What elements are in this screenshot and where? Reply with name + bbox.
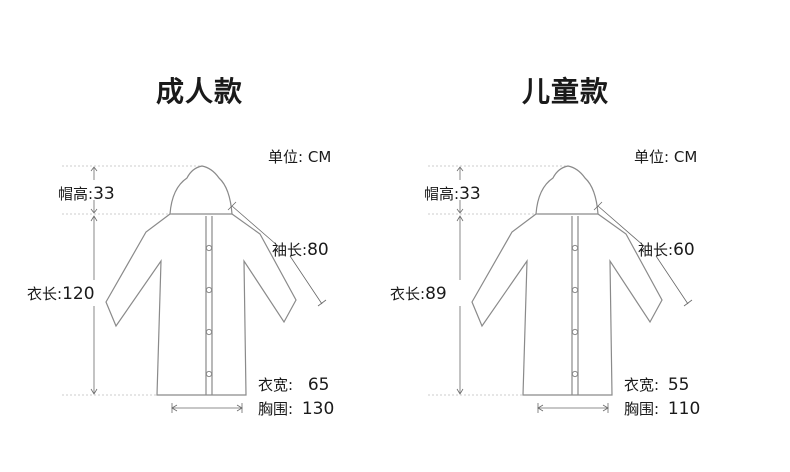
child-unit: 单位: CM (634, 146, 697, 167)
adult-length-label: 衣长: (27, 285, 63, 303)
child-sleeve-length: 袖长:60 (638, 239, 695, 260)
adult-width-label: 衣宽: (258, 376, 294, 394)
child-width-label: 衣宽: (624, 376, 660, 394)
child-panel: 儿童款 (366, 0, 761, 472)
adult-sleeve-length-label: 袖长: (272, 241, 308, 259)
adult-width-value: 65 (307, 375, 330, 395)
child-width: 衣宽: 55 (624, 374, 689, 395)
child-length-label: 衣长: (390, 285, 426, 303)
adult-title: 成人款 (156, 75, 244, 108)
adult-chest-label: 胸围: (258, 400, 294, 418)
child-chest: 胸围: 110 (624, 398, 700, 419)
adult-sleeve-length: 袖长:80 (272, 239, 329, 260)
adult-width: 衣宽: 65 (258, 374, 329, 395)
child-sleeve-length-label: 袖长: (638, 241, 674, 259)
child-chest-label: 胸围: (624, 400, 660, 418)
child-hood-height-label: 帽高: (424, 185, 460, 203)
adult-unit-value: CM (307, 148, 332, 166)
adult-length: 衣长:120 (27, 283, 95, 304)
adult-sleeve-length-value: 80 (307, 240, 329, 260)
adult-hood-height-label: 帽高: (58, 185, 94, 203)
child-unit-value: CM (673, 148, 698, 166)
adult-dimension-lines (62, 165, 327, 413)
child-length: 衣长:89 (390, 283, 447, 304)
child-sleeve-length-value: 60 (673, 240, 695, 260)
child-raincoat-diagram (428, 165, 693, 413)
child-hood-height: 帽高:33 (424, 183, 481, 204)
child-length-value: 89 (425, 284, 447, 304)
adult-hood-height-value: 33 (93, 184, 115, 204)
child-title: 儿童款 (522, 75, 610, 108)
adult-chest: 胸围: 130 (258, 398, 334, 419)
child-unit-label: 单位: (634, 148, 670, 166)
child-hood-height-value: 33 (459, 184, 481, 204)
adult-hood-height: 帽高:33 (58, 183, 115, 204)
child-raincoat-outline (471, 165, 663, 396)
child-dimension-lines (428, 165, 693, 413)
adult-unit: 单位: CM (268, 146, 331, 167)
adult-unit-label: 单位: (268, 148, 304, 166)
child-chest-value: 110 (667, 399, 701, 419)
adult-chest-value: 130 (301, 399, 335, 419)
adult-length-value: 120 (62, 284, 95, 304)
adult-raincoat-diagram (62, 165, 327, 413)
adult-raincoat-outline (105, 165, 297, 396)
child-width-value: 55 (667, 375, 690, 395)
adult-panel: 成人款 (27, 75, 334, 419)
